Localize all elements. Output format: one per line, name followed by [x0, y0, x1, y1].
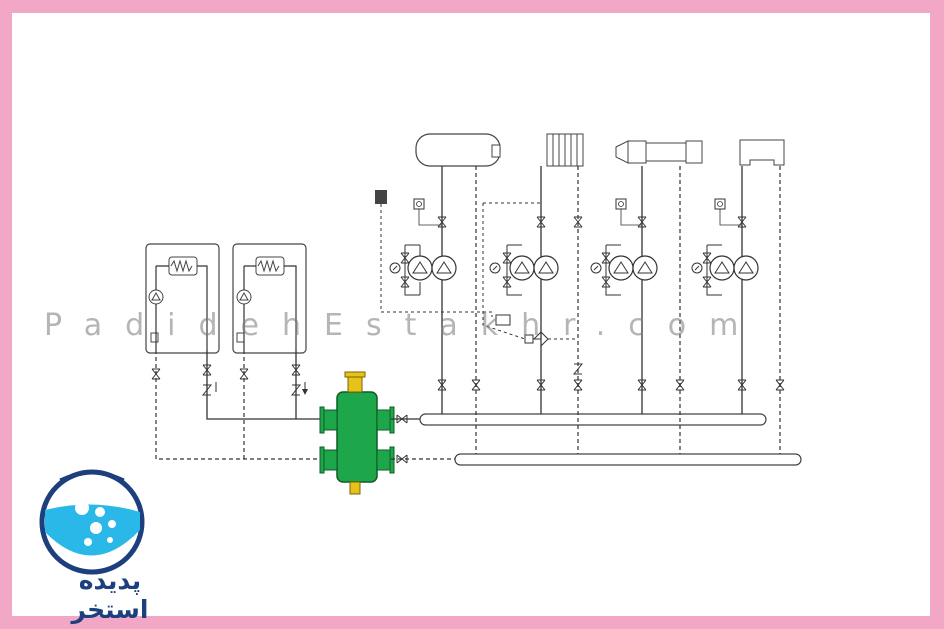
boiler-unit-2 — [232, 243, 307, 354]
circuit-4 — [691, 166, 785, 454]
distribution-headers — [391, 413, 802, 466]
logo-text: پدیده استخر — [71, 566, 149, 624]
boiler-piping — [151, 350, 325, 460]
circuit-3 — [590, 166, 685, 454]
circuit-1 — [375, 166, 493, 454]
air-handler — [615, 140, 703, 164]
fan-coil — [739, 139, 785, 166]
radiator — [546, 133, 584, 167]
storage-tank — [415, 133, 501, 167]
circuit-2 — [482, 166, 584, 454]
logo-drop — [39, 469, 145, 575]
hydraulic-separator — [319, 371, 395, 495]
boiler-unit-1 — [145, 243, 220, 354]
